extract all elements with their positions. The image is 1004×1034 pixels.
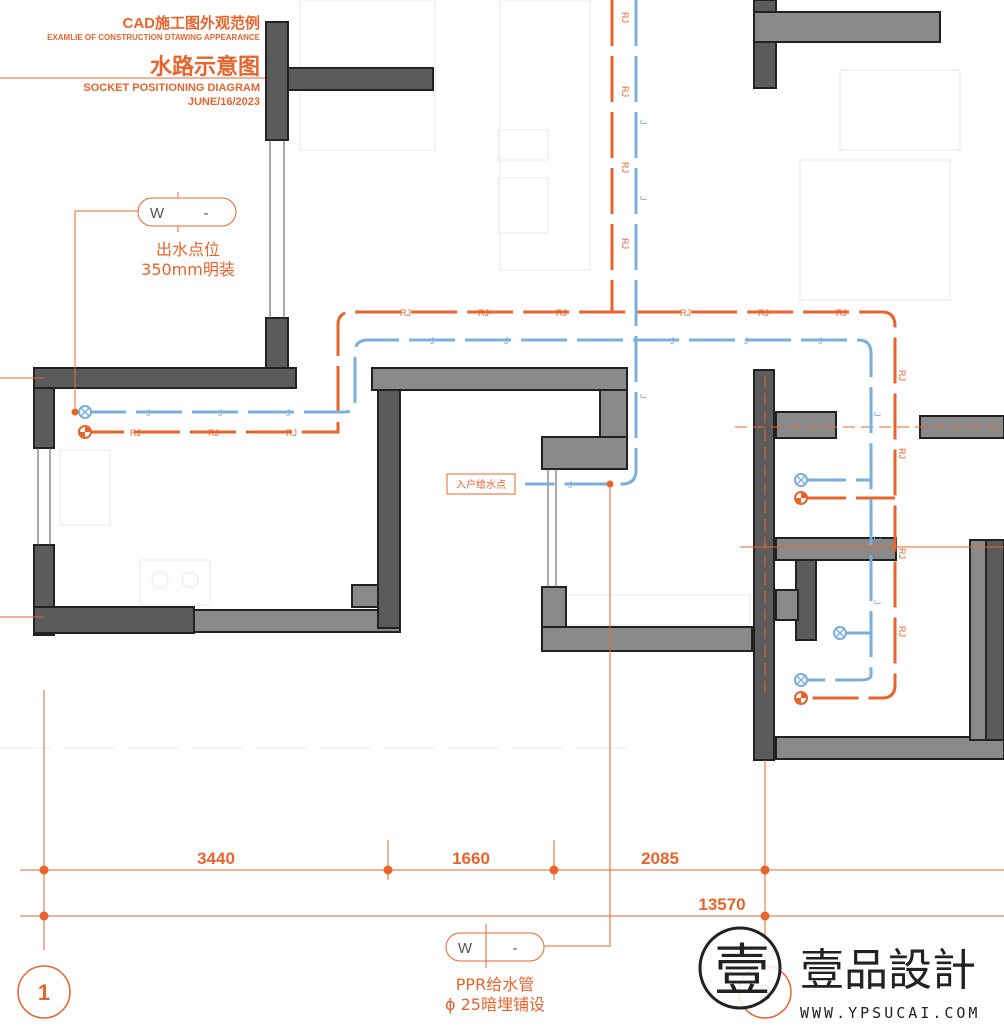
dim-2085: 2085 [641,849,679,868]
cold-outlet-icon [833,626,847,640]
title-top: CAD施工图外观范例 [123,14,261,32]
cold-label: J [218,408,223,418]
dim-1660: 1660 [452,849,490,868]
hot-label: RJ [400,308,411,318]
cold-label: J [872,412,882,417]
pipe-callout: W - PPR给水管 ϕ 25暗埋铺设 [445,924,545,1014]
hot-label: RJ [836,308,847,318]
hot-outlet-icon [794,491,808,505]
cold-label: J [744,336,749,346]
guide-lines [0,77,1004,749]
cold-label: J [430,336,435,346]
hot-label: RJ [556,308,567,318]
entry-tag-box [446,473,516,495]
hot-label: RJ [478,308,489,318]
title-top-en: EXAMLIE OF CONSTRUCTION DTAWING APPEARAN… [47,33,261,42]
hot-label: RJ [897,448,907,459]
title-main: 水路示意图 [150,54,260,79]
axis-marker-1: 1 [38,980,50,1005]
outlet-tag [137,197,237,227]
cold-outlet-icon [794,673,808,687]
logo-seal-char: 壹 [714,939,770,1004]
outlet-tag-left: W [150,205,165,222]
hot-label: RJ [897,626,907,637]
logo-name: 壹品設計 [800,945,976,996]
hot-outlet-icon [78,425,92,439]
cold-label: J [286,408,291,418]
walls [33,0,1004,761]
cold-label: J [872,600,882,605]
outlet-note-1: 出水点位 [156,240,220,259]
cold-label: J [568,480,573,490]
pipe-note-2: ϕ 25暗埋铺设 [445,995,545,1014]
cold-label: J [504,336,509,346]
hot-label: RJ [130,428,141,438]
hot-outlet-icon [794,691,808,705]
brand-logo: 壹 壹品設計 WWW.YPSUCAI.COM [698,926,980,1022]
title-block: CAD施工图外观范例 EXAMLIE OF CONSTRUCTION DTAWI… [47,14,261,108]
entry-label: 入户给水点 [456,478,506,491]
hot-label: RJ [620,12,630,23]
pipe-note-1: PPR给水管 [456,975,534,994]
outlet-callout: W - 出水点位 350mm明装 [74,192,237,412]
hot-label: RJ [620,86,630,97]
outlet-marker-dot [71,408,79,416]
dim-13570: 13570 [698,895,745,914]
hot-label: RJ [208,428,219,438]
hot-label: RJ [620,162,630,173]
cold-label: J [638,120,648,125]
dim-3440: 3440 [197,849,235,868]
outlet-tag-right: - [204,205,209,222]
hot-pipes [78,0,897,700]
dimension-lines: 3440 1660 2085 13570 [20,690,1004,960]
cold-label: J [670,336,675,346]
hot-label: RJ [897,370,907,381]
pipe-tag-left: W [458,940,473,957]
cold-label: J [872,536,882,541]
pipe-tag-right: - [513,940,518,957]
hot-label: RJ [758,308,769,318]
title-main-en: SOCKET POSITIONING DIAGRAM [83,82,260,94]
outlet-note-2: 350mm明装 [141,260,235,279]
title-date: JUNE/16/2023 [188,96,260,108]
entry-callout: 入户给水点 [446,473,614,947]
cold-label: J [638,196,648,201]
axis-markers: 1 3 [17,965,792,1019]
cold-label: J [818,336,823,346]
hot-label: RJ [286,428,297,438]
cold-label: J [146,408,151,418]
pipe-tag [445,932,545,962]
cold-outlet-icon [794,473,808,487]
hot-label: RJ [897,548,907,559]
pipe-labels: RJ RJ RJ RJ RJ RJ RJ RJ RJ RJ RJ RJ RJ R… [130,12,907,637]
cold-label: J [638,394,648,399]
logo-seal-icon [698,926,782,1010]
outlet-symbols [71,405,847,705]
cold-outlet-icon [78,405,92,419]
window-lines [37,140,557,587]
hot-label: RJ [680,308,691,318]
hot-label: RJ [620,238,630,249]
logo-url: WWW.YPSUCAI.COM [800,1004,980,1022]
